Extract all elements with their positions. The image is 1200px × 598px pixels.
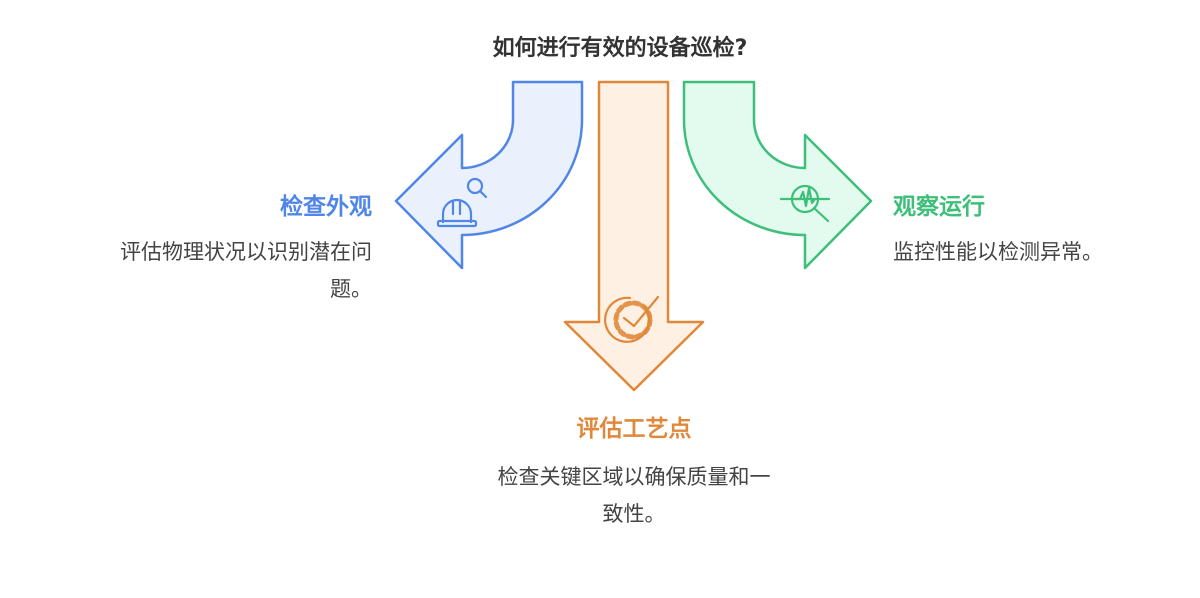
left-arrow bbox=[394, 80, 584, 270]
branch-heading-operation: 观察运行 bbox=[893, 194, 985, 220]
description-line: 致性。 bbox=[602, 502, 666, 526]
branch-description-appearance: 评估物理状况以识别潜在问 题。 bbox=[120, 234, 372, 308]
description-line: 题。 bbox=[330, 277, 372, 301]
diagram-title: 如何进行有效的设备巡检? bbox=[492, 36, 748, 61]
branch-description-operation: 监控性能以检测异常。 bbox=[893, 234, 1103, 271]
down-arrow bbox=[563, 80, 705, 392]
pulse-search-icon bbox=[779, 184, 831, 223]
description-line: 评估物理状况以识别潜在问 bbox=[120, 240, 372, 264]
branch-heading-process: 评估工艺点 bbox=[576, 416, 692, 442]
description-line: 检查关键区域以确保质量和一 bbox=[497, 465, 771, 489]
description-line: 监控性能以检测异常。 bbox=[893, 240, 1103, 264]
branch-heading-appearance: 检查外观 bbox=[280, 194, 372, 220]
gear-check-icon bbox=[604, 295, 660, 343]
right-arrow bbox=[682, 80, 873, 270]
hard-hat-search-icon bbox=[436, 177, 488, 228]
branch-description-process: 检查关键区域以确保质量和一 致性。 bbox=[434, 459, 834, 533]
